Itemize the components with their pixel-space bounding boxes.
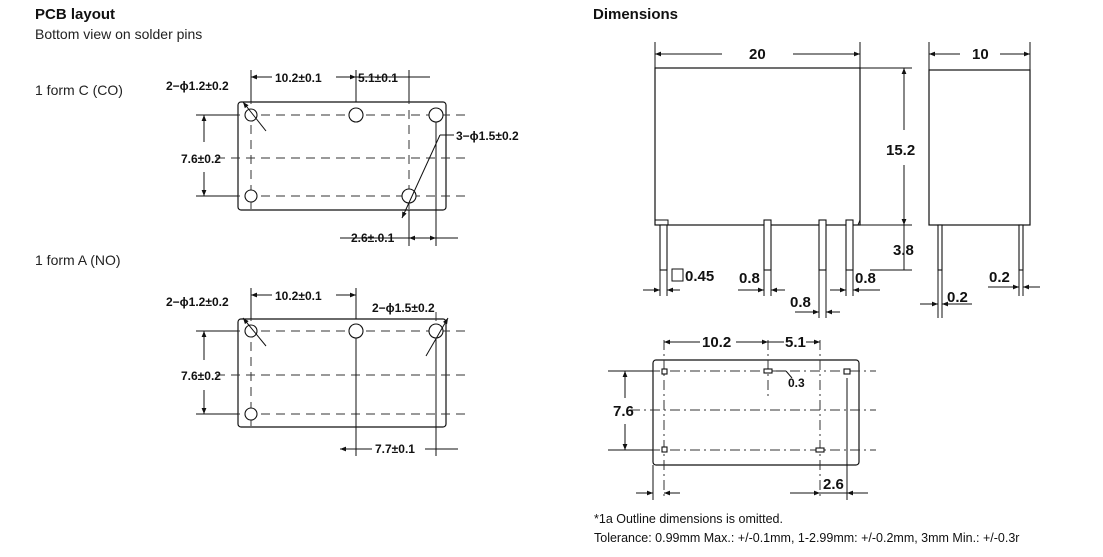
form-c-hole-1 [244,108,258,122]
form-a-pitch-a: 10.2±0.1 [275,289,322,303]
form-a-offset-dim: 7.7±0.1 [375,442,415,456]
bottom-vertical-dim: 7.6 [613,403,634,420]
form-c-pitch-a: 10.2±0.1 [275,71,322,85]
dimensions-title: Dimensions [593,6,679,23]
front-body [654,67,861,226]
front-pin-width-1: 0.8 [739,270,760,287]
front-pin-2 [763,219,772,271]
form-c-offset-dim: 2.6±.0.1 [351,231,395,245]
front-pin-width-3: 0.8 [855,270,876,287]
bottom-offset-dim: 2.6 [823,476,844,493]
side-width-dim: 10 [972,46,989,63]
form-a-hole-1 [244,324,258,338]
side-pin-2 [1018,224,1024,271]
form-a-pcb-drawing: 10.2±0.1 2−ϕ1.2±0.2 2−ϕ1.5±0.2 7.6±0.2 7… [166,288,466,456]
front-pin-length-dim: 3.8 [893,242,914,259]
front-view-drawing: 20 15.2 3.8 0.45 0.8 0.8 [643,42,915,318]
bottom-pin-5 [815,447,825,453]
form-a-hole-large-dim: 2−ϕ1.5±0.2 [372,301,435,315]
form-a-hole-2 [348,323,364,339]
bottom-pitch-b: 5.1 [785,334,806,351]
side-pin-thickness-1: 0.2 [947,289,968,306]
form-c-vertical-dim: 7.6±0.2 [181,152,221,166]
front-width-dim: 20 [749,46,766,63]
side-view-drawing: 10 0.2 0.2 [920,42,1040,318]
front-pin-4 [845,219,854,271]
note-tolerance: Tolerance: 0.99mm Max.: +/-0.1mm, 1-2.99… [594,531,1020,545]
front-pin-1 [659,224,668,271]
bottom-pin-1 [661,368,668,375]
form-c-pcb-drawing: 10.2±0.1 5.1±0.1 2−ϕ1.2±0.2 3−ϕ1.5±0.2 7… [166,70,519,246]
bottom-pin-3 [843,368,851,375]
form-c-hole-large-dim: 3−ϕ1.5±0.2 [456,129,519,143]
form-c-label: 1 form C (CO) [35,82,123,98]
bottom-view-drawing: 10.2 5.1 0.3 7.6 2.6 [608,334,876,500]
form-c-outline [237,101,447,211]
pcb-layout-title: PCB layout [35,6,116,23]
pcb-layout-subtitle: Bottom view on solder pins [35,26,203,42]
note-outline: *1a Outline dimensions is omitted. [594,512,783,526]
front-pin-width-2: 0.8 [790,294,811,311]
form-a-vertical-dim: 7.6±0.2 [181,369,221,383]
form-a-hole-small-dim: 2−ϕ1.2±0.2 [166,295,229,309]
form-c-hole-2 [348,107,364,123]
side-pin-1 [937,224,943,271]
bottom-pin-4 [661,446,668,453]
form-a-hole-4 [244,407,258,421]
bottom-body [652,359,860,466]
side-body [928,69,1031,226]
front-height-dim: 15.2 [886,142,915,159]
side-pin-thickness-2: 0.2 [989,269,1010,286]
front-pin-square-dim: 0.45 [685,268,714,285]
form-a-outline [237,318,447,428]
bottom-pitch-a: 10.2 [702,334,731,351]
bottom-pin-gap: 0.3 [788,376,805,390]
form-c-hole-4 [244,189,258,203]
form-a-label: 1 form A (NO) [35,252,121,268]
front-pin-3 [818,219,827,271]
form-c-pitch-b: 5.1±0.1 [358,71,398,85]
form-c-hole-3 [428,107,444,123]
form-c-hole-small-dim: 2−ϕ1.2±0.2 [166,79,229,93]
bottom-pin-2 [763,368,773,374]
